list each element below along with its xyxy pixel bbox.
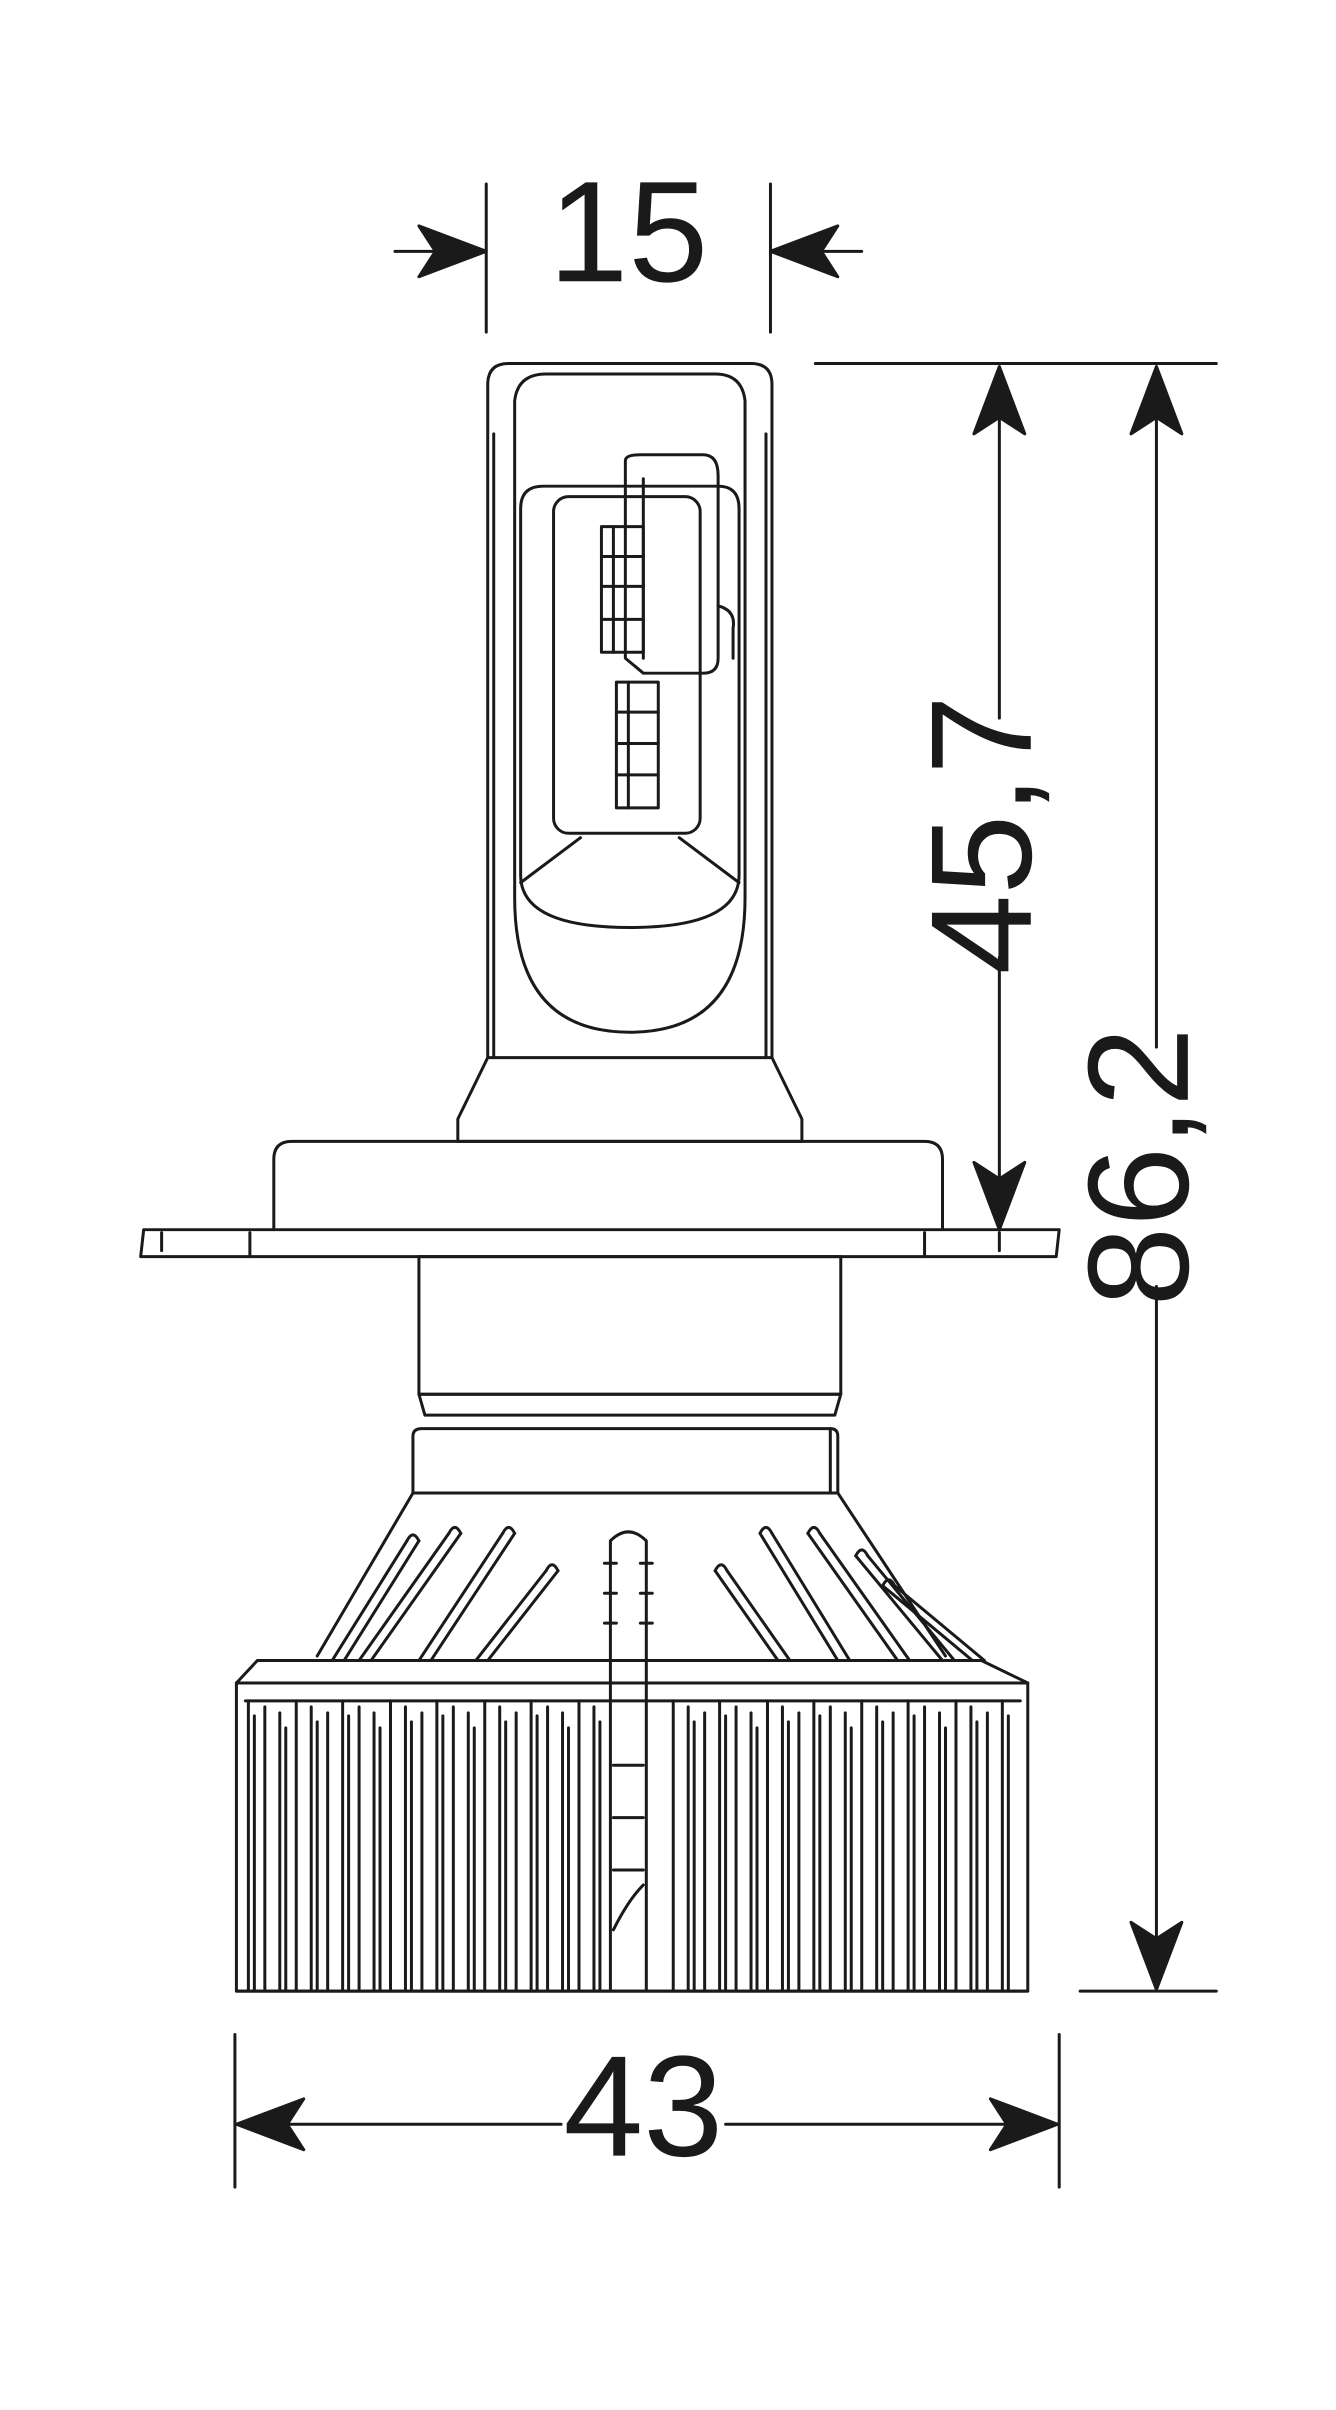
dimension-label-bottom-width: 43 bbox=[563, 2027, 723, 2187]
head-outer-outline bbox=[486, 362, 774, 1060]
heatsink-diagonal-fin bbox=[854, 1554, 945, 1663]
dimension-bottom-width bbox=[233, 2033, 1061, 2189]
base-collar bbox=[272, 1139, 945, 1232]
led-board-brace-left bbox=[519, 836, 582, 885]
heatsink-fin-cap bbox=[713, 1563, 729, 1573]
heatsink-diagonal-fin bbox=[806, 1531, 900, 1663]
heatsink-socket bbox=[411, 1255, 843, 1495]
heatsink-diagonal-fin bbox=[725, 1569, 792, 1663]
mounting-flange bbox=[139, 1228, 1061, 1259]
led-board-brace-right bbox=[677, 836, 741, 885]
led-reflector-cap bbox=[623, 453, 720, 675]
heatsink-crown bbox=[411, 1427, 840, 1495]
heatsink bbox=[234, 1491, 1030, 1993]
socket-lip bbox=[417, 1392, 843, 1417]
head-inner-outline bbox=[513, 372, 747, 1034]
heatsink-diagonal-fin bbox=[770, 1531, 852, 1663]
dimension-top-width bbox=[393, 182, 864, 334]
arrow-left-icon bbox=[234, 2097, 306, 2152]
led-chip-lower bbox=[614, 680, 660, 810]
heatsink-diagonal-fins bbox=[330, 1525, 986, 1663]
arrow-down-icon bbox=[1129, 1920, 1184, 1992]
heatsink-fin-cap bbox=[806, 1525, 822, 1535]
neck-taper bbox=[456, 1056, 804, 1143]
heatsink-diagonal-fin bbox=[881, 1584, 974, 1663]
arrow-up-icon bbox=[1129, 365, 1184, 436]
arrow-right-icon bbox=[417, 224, 488, 279]
center-fin bbox=[602, 1530, 654, 1993]
heatsink-diagonal-fin bbox=[486, 1569, 560, 1663]
heatsink-taper-left bbox=[315, 1491, 415, 1658]
heatsink-top-rim bbox=[234, 1659, 1030, 1685]
heatsink-diagonal-fin bbox=[429, 1531, 517, 1663]
socket-cylinder bbox=[417, 1255, 843, 1396]
label-mask-upper-height bbox=[957, 724, 1042, 952]
heatsink-fin-cap bbox=[758, 1525, 774, 1535]
flange-plate bbox=[139, 1228, 1061, 1259]
dimension-label-top-width: 15 bbox=[548, 152, 708, 312]
arrow-left-icon bbox=[768, 224, 840, 279]
heatsink-fin-cap bbox=[854, 1548, 870, 1558]
led-chip-upper bbox=[599, 525, 645, 654]
dimension-total-height bbox=[1078, 365, 1218, 1993]
dimension-labels: 15 45,7 86,2 43 bbox=[548, 152, 1218, 2186]
heatsink-diagonal-fin bbox=[893, 1584, 986, 1663]
heatsink-diagonal-fin bbox=[369, 1531, 463, 1663]
heatsink-fin-cap bbox=[881, 1578, 897, 1588]
heatsink-diagonal-fin bbox=[417, 1531, 505, 1663]
heatsink-diagonal-fin bbox=[474, 1569, 548, 1663]
led-carrier-outline bbox=[519, 484, 741, 929]
bulb-neck bbox=[272, 1056, 945, 1232]
led-reflector-fold bbox=[641, 477, 735, 660]
label-mask-bottom-width bbox=[565, 2079, 722, 2170]
heatsink-fins bbox=[246, 1699, 1010, 1993]
dimension-label-upper-height: 45,7 bbox=[902, 695, 1062, 975]
heatsink-diagonal-fin bbox=[357, 1531, 451, 1663]
heatsink-fin-cap bbox=[447, 1525, 463, 1535]
heatsink-diagonal-fin bbox=[330, 1539, 409, 1663]
heatsink-fin-cap bbox=[544, 1563, 560, 1573]
heatsink-fin-cap bbox=[501, 1525, 517, 1535]
label-mask-total-height bbox=[1114, 1053, 1199, 1281]
heatsink-diagonal-fin bbox=[342, 1539, 421, 1663]
dimension-label-total-height: 86,2 bbox=[1059, 1027, 1219, 1307]
arrow-right-icon bbox=[988, 2097, 1060, 2152]
led-head bbox=[486, 362, 774, 1060]
heatsink-diagonal-fin bbox=[818, 1531, 912, 1663]
arrow-down-icon bbox=[972, 1160, 1027, 1232]
dimension-upper-height bbox=[813, 362, 1218, 1232]
heatsink-fin-cap bbox=[405, 1533, 421, 1543]
arrow-up-icon bbox=[972, 365, 1027, 436]
heatsink-diagonal-fin bbox=[713, 1569, 780, 1663]
center-fin-window bbox=[611, 1763, 645, 1932]
heatsink-diagonal-fin bbox=[758, 1531, 840, 1663]
